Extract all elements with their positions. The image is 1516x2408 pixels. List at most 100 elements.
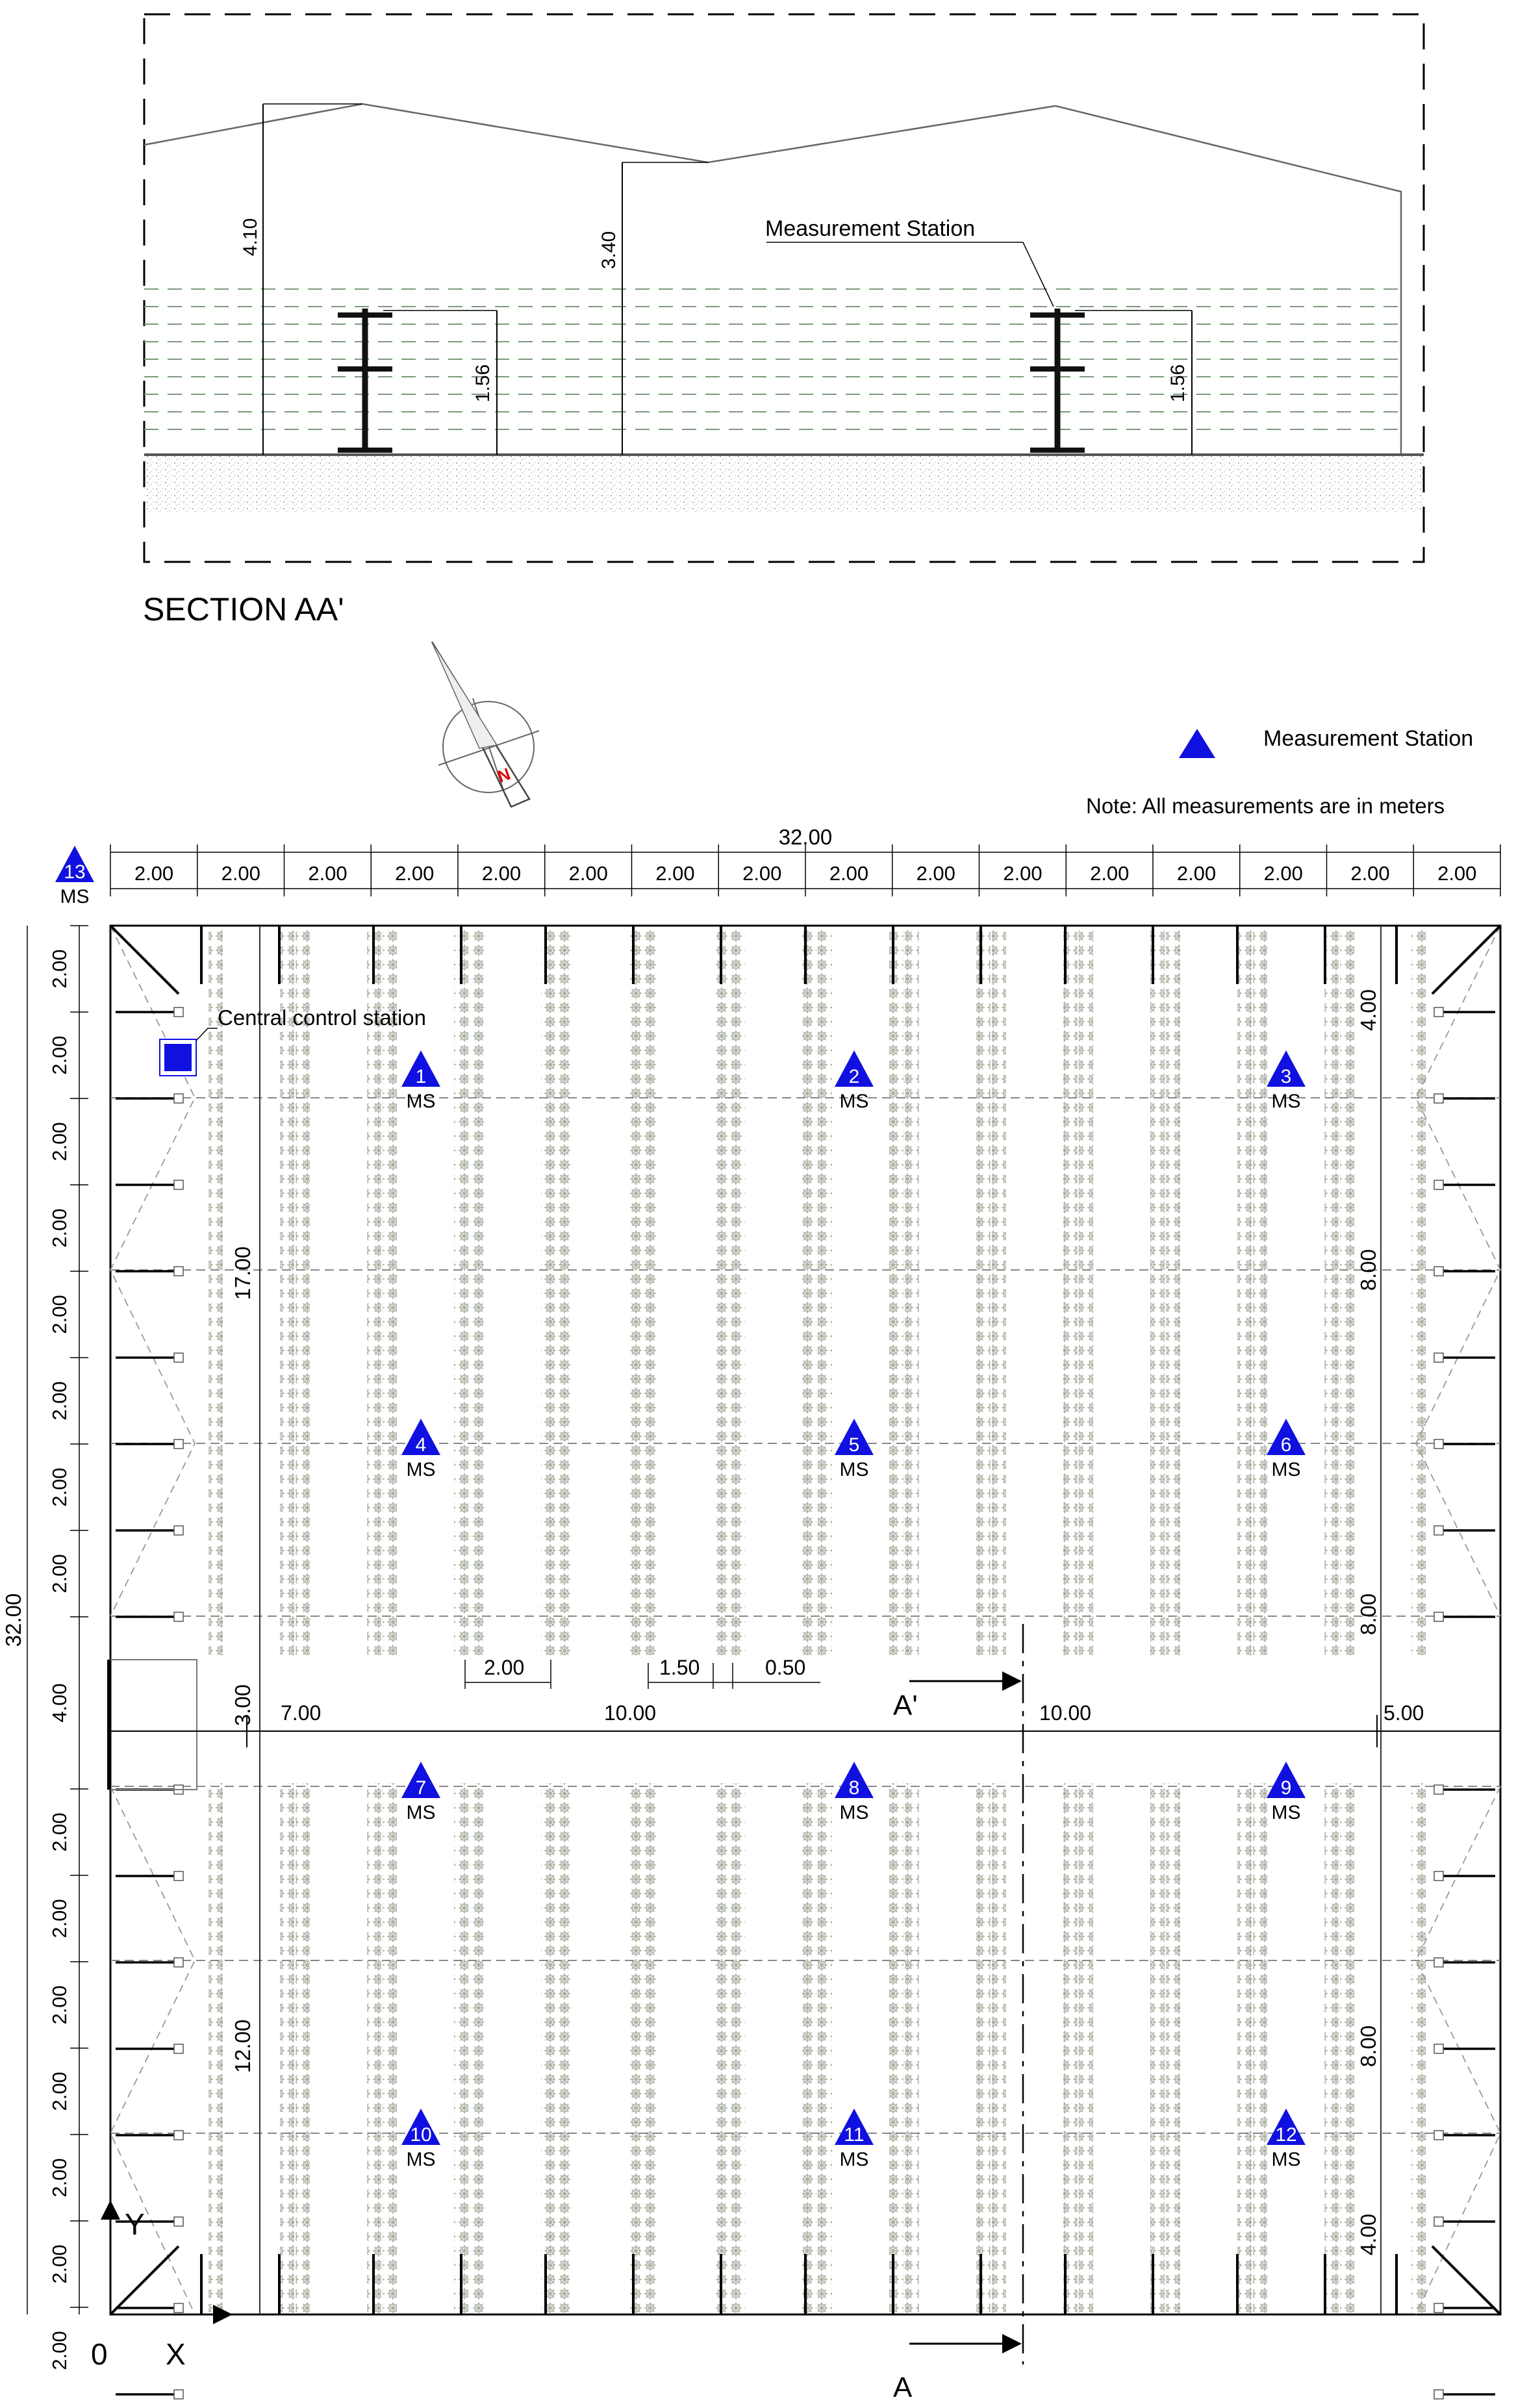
top-spacing-dim: 2.00 [916,862,955,885]
inner-dim-12: 12.00 [231,2020,255,2073]
section-mark-lower: A [893,2334,1022,2403]
x-axis-label: X [166,2337,186,2371]
station-marker-icon [1267,2109,1306,2145]
top-spacing-dim: 2.00 [569,862,608,885]
section-view: 4.10 3.40 1.56 1.56 Measurement Statio [143,13,1425,627]
post [1434,1439,1444,1449]
pair-spacing-dim: 1.50 [659,1656,700,1679]
plant-row-lower [644,1783,658,2314]
post [173,2216,184,2227]
post [1434,1871,1444,1881]
plant-row-lower [1340,1783,1354,2314]
plant-row-upper [208,929,223,1655]
units-note: Note: All measurements are in meters [1086,794,1445,818]
top-spacing-dim: 2.00 [655,862,694,885]
legend-label: Measurement Station [1263,726,1473,751]
svg-text:A': A' [893,1690,918,1721]
left-spacing-dim: 2.00 [48,1554,71,1593]
left-spacing-dim: 4.00 [48,1683,71,1722]
plant-row-upper [280,929,294,1655]
aisle-dim-10a: 10.00 [604,1701,656,1725]
greenhouse-roof-profile [144,103,1402,455]
corner-brace [109,2245,180,2316]
station-marker-icon [835,2109,874,2145]
station-number: 13 [64,861,85,883]
plant-row-lower [470,1783,484,2314]
plant-row-lower [280,1783,294,2314]
height-dim-4-10: 4.10 [240,103,362,455]
station-abbrev: MS [1272,1802,1301,1823]
station-number: 6 [1281,1434,1292,1456]
plan-dimensions: 3 2.00 2.00 2.00 2.00 2.00 2.00 2.00 2.00 2.00 2.0… [1,825,1501,2370]
height-dim-3-40: 3.40 [598,162,708,455]
origin-label: 0 [91,2337,108,2371]
post [1434,1180,1444,1190]
plant-row-lower [383,1783,397,2314]
station-abbrev: MS [1272,1459,1301,1480]
row-spacing-dim: 2.00 [484,1656,524,1679]
measurement-station-6: 6MS [1267,1419,1306,1480]
right-inner-dim: 8.00 [1356,1593,1380,1635]
legend-station-icon [1179,729,1215,758]
station-abbrev: MS [1272,1091,1301,1112]
section-frame [143,13,1425,563]
station-number: 11 [844,2124,864,2146]
plant-row-upper [1253,929,1267,1655]
inner-dim-17: 17.00 [231,1247,255,1300]
top-spacing-dim: 2.00 [742,862,781,885]
plant-row-upper [1166,929,1180,1655]
top-spacing-dim: 2.00 [1003,862,1042,885]
plant-row-upper [1340,929,1354,1655]
plant-row-lower [1411,1783,1426,2314]
plant-row-upper [1237,929,1252,1655]
station-number: 1 [416,1066,427,1087]
plant-row-lower [992,1783,1006,2314]
post [173,1266,184,1276]
measurement-station-7: 7MS [401,1762,440,1823]
left-spacing-dim: 2.00 [48,1812,71,1851]
north-compass: N [431,641,540,808]
plant-row-lower [1237,1783,1252,2314]
measurement-stations: 1MS2MS3MS4MS5MS6MS7MS8MS9MS10MS11MS12MS1… [55,846,1306,2170]
measurement-station-pole-left: 1.56 [338,309,498,455]
control-station-label: Central control station [218,1006,426,1030]
post [1434,2389,1444,2400]
plant-row-lower [1324,1783,1339,2314]
station-number: 5 [849,1434,860,1456]
dim-4-10: 4.10 [240,218,261,256]
plant-row-lower [208,1783,223,2314]
left-spacing-dim: 2.00 [48,1122,71,1161]
plant-row-lower [541,1783,555,2314]
truss-line [1415,1786,1501,2315]
plant-row-upper [802,929,816,1655]
corner-brace [109,924,180,995]
measurement-station-4: 4MS [401,1419,440,1480]
station-number: 9 [1281,1777,1292,1799]
plant-row-upper [1411,929,1426,1655]
station-abbrev: MS [407,1459,436,1480]
plant-row-upper [628,929,642,1655]
plant-row-upper [541,929,555,1655]
top-spacing-dim: 2.00 [395,862,434,885]
plant-row-upper [470,929,484,1655]
plant-row-upper [1324,929,1339,1655]
plant-row-upper [992,929,1006,1655]
station-marker-icon [1267,1762,1306,1798]
plan-view: 3 2.00 2.00 2.00 2.00 2.00 2.00 2.00 2.00 2.00 2.0… [1,825,1502,2403]
plant-row-upper [1150,929,1165,1655]
plant-row-lower [818,1783,832,2314]
station-marker-icon [401,1419,440,1455]
post [173,2044,184,2054]
measurement-station-8: 8MS [835,1762,874,1823]
plant-row-upper [296,929,310,1655]
station-number: 3 [1281,1066,1292,1087]
plant-row-lower [367,1783,381,2314]
plant-row-upper [818,929,832,1655]
plant-row-lower [889,1783,903,2314]
post [1434,1352,1444,1363]
plant-row-upper [367,929,381,1655]
left-spacing-dim: 2.00 [48,1467,71,1506]
top-spacing-dim: 2.00 [829,862,868,885]
legend: Measurement Station Note: All measuremen… [1086,726,1473,818]
station-abbrev: MS [840,1091,869,1112]
